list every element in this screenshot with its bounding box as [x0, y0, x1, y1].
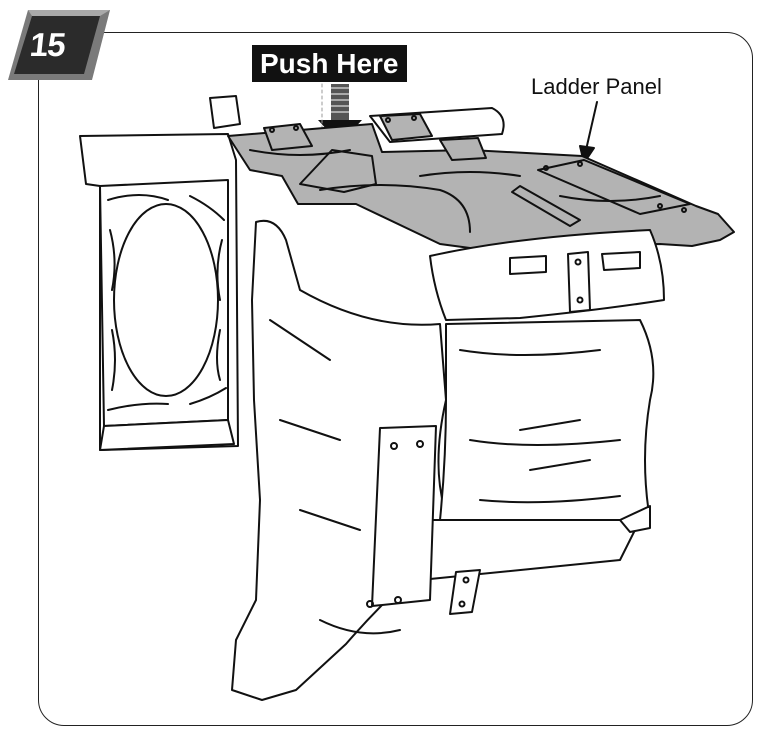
ladder-panel-label: Ladder Panel: [531, 74, 662, 99]
step-frame: [38, 32, 753, 726]
ladder-pointer-arrow: [579, 101, 598, 164]
push-here-label: Push Here: [252, 45, 407, 82]
left-window-panel: [79, 133, 239, 451]
step-badge: [8, 10, 110, 80]
ladder-panel: [227, 113, 735, 249]
front-wall: [231, 219, 665, 701]
